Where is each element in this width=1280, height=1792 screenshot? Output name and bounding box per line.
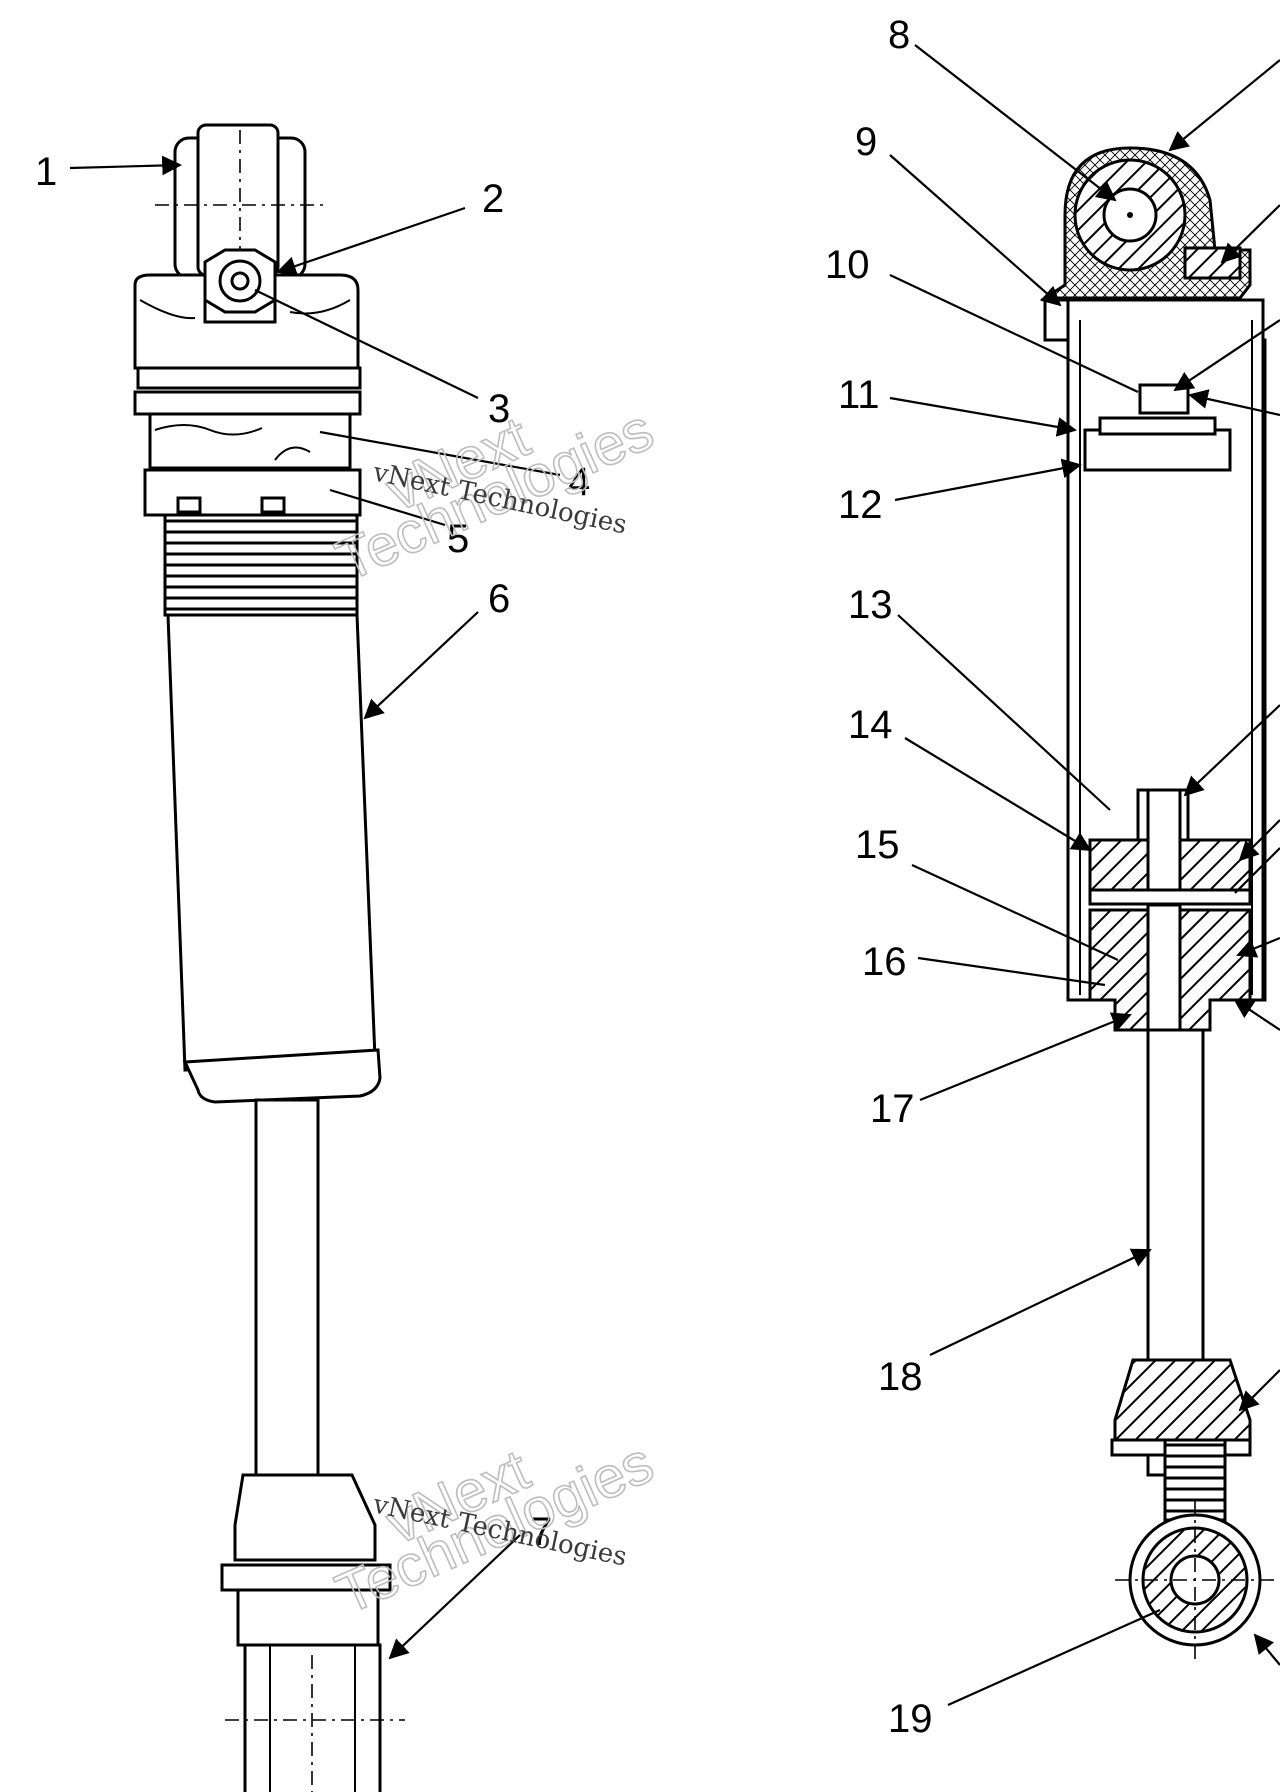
- callout-11: 11: [838, 373, 880, 417]
- callout-19: 19: [888, 1697, 933, 1741]
- callout-labels: 1 2 3 4 5 6 7 8 9 10 11 12 13 14 15 16 1…: [35, 13, 933, 1741]
- callout-14: 14: [848, 703, 893, 747]
- callout-2: 2: [482, 177, 504, 221]
- callout-16: 16: [862, 940, 907, 984]
- callout-9: 9: [855, 120, 877, 164]
- callout-4: 4: [568, 460, 590, 504]
- callout-18: 18: [878, 1355, 923, 1399]
- callout-8: 8: [888, 13, 910, 57]
- external-view: [133, 123, 405, 1792]
- callout-17: 17: [870, 1087, 915, 1131]
- watermark-lower: vNext Technologies vNext Technologies: [326, 1429, 663, 1628]
- callout-7: 7: [530, 1510, 552, 1554]
- callout-3: 3: [488, 387, 510, 431]
- callout-1: 1: [35, 150, 57, 194]
- callout-15: 15: [855, 823, 900, 867]
- callout-10: 10: [825, 243, 870, 287]
- callout-6: 6: [488, 577, 510, 621]
- watermark-upper: vNext Technologies vNext Technologies: [326, 396, 663, 595]
- cutaway-view: [1039, 146, 1280, 1660]
- callout-5: 5: [447, 517, 469, 561]
- leader-lines: [69, 44, 1280, 1707]
- callout-13: 13: [848, 583, 893, 627]
- callout-12: 12: [838, 483, 883, 527]
